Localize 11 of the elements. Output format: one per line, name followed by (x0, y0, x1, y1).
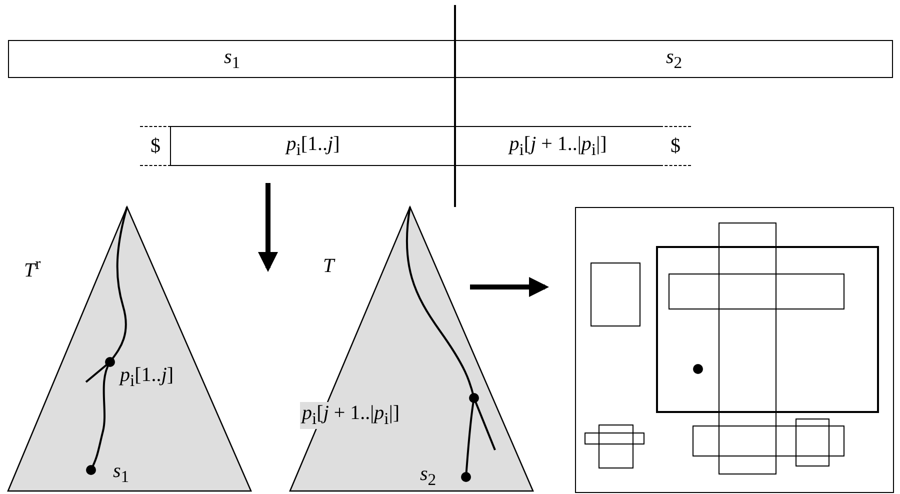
node-label: p$_{i}$[j + 1..|p$_{i}$|] (300, 402, 402, 429)
terminator-symbol: $ (660, 126, 691, 166)
terminator-symbol: $ (140, 126, 171, 166)
pattern-segment: p$_{i}$[1..j] (170, 126, 456, 166)
tree-label: T$^{r}$ (24, 256, 41, 281)
arrow (470, 277, 549, 297)
tree-label: T (323, 256, 334, 276)
string-segment: s$_{2}$ (455, 40, 893, 78)
pattern-segment: p$_{i}$[j + 1..|p$_{i}$|] (455, 126, 661, 166)
string-segment: s$_{1}$ (8, 40, 456, 78)
range-query-panel (575, 207, 894, 493)
